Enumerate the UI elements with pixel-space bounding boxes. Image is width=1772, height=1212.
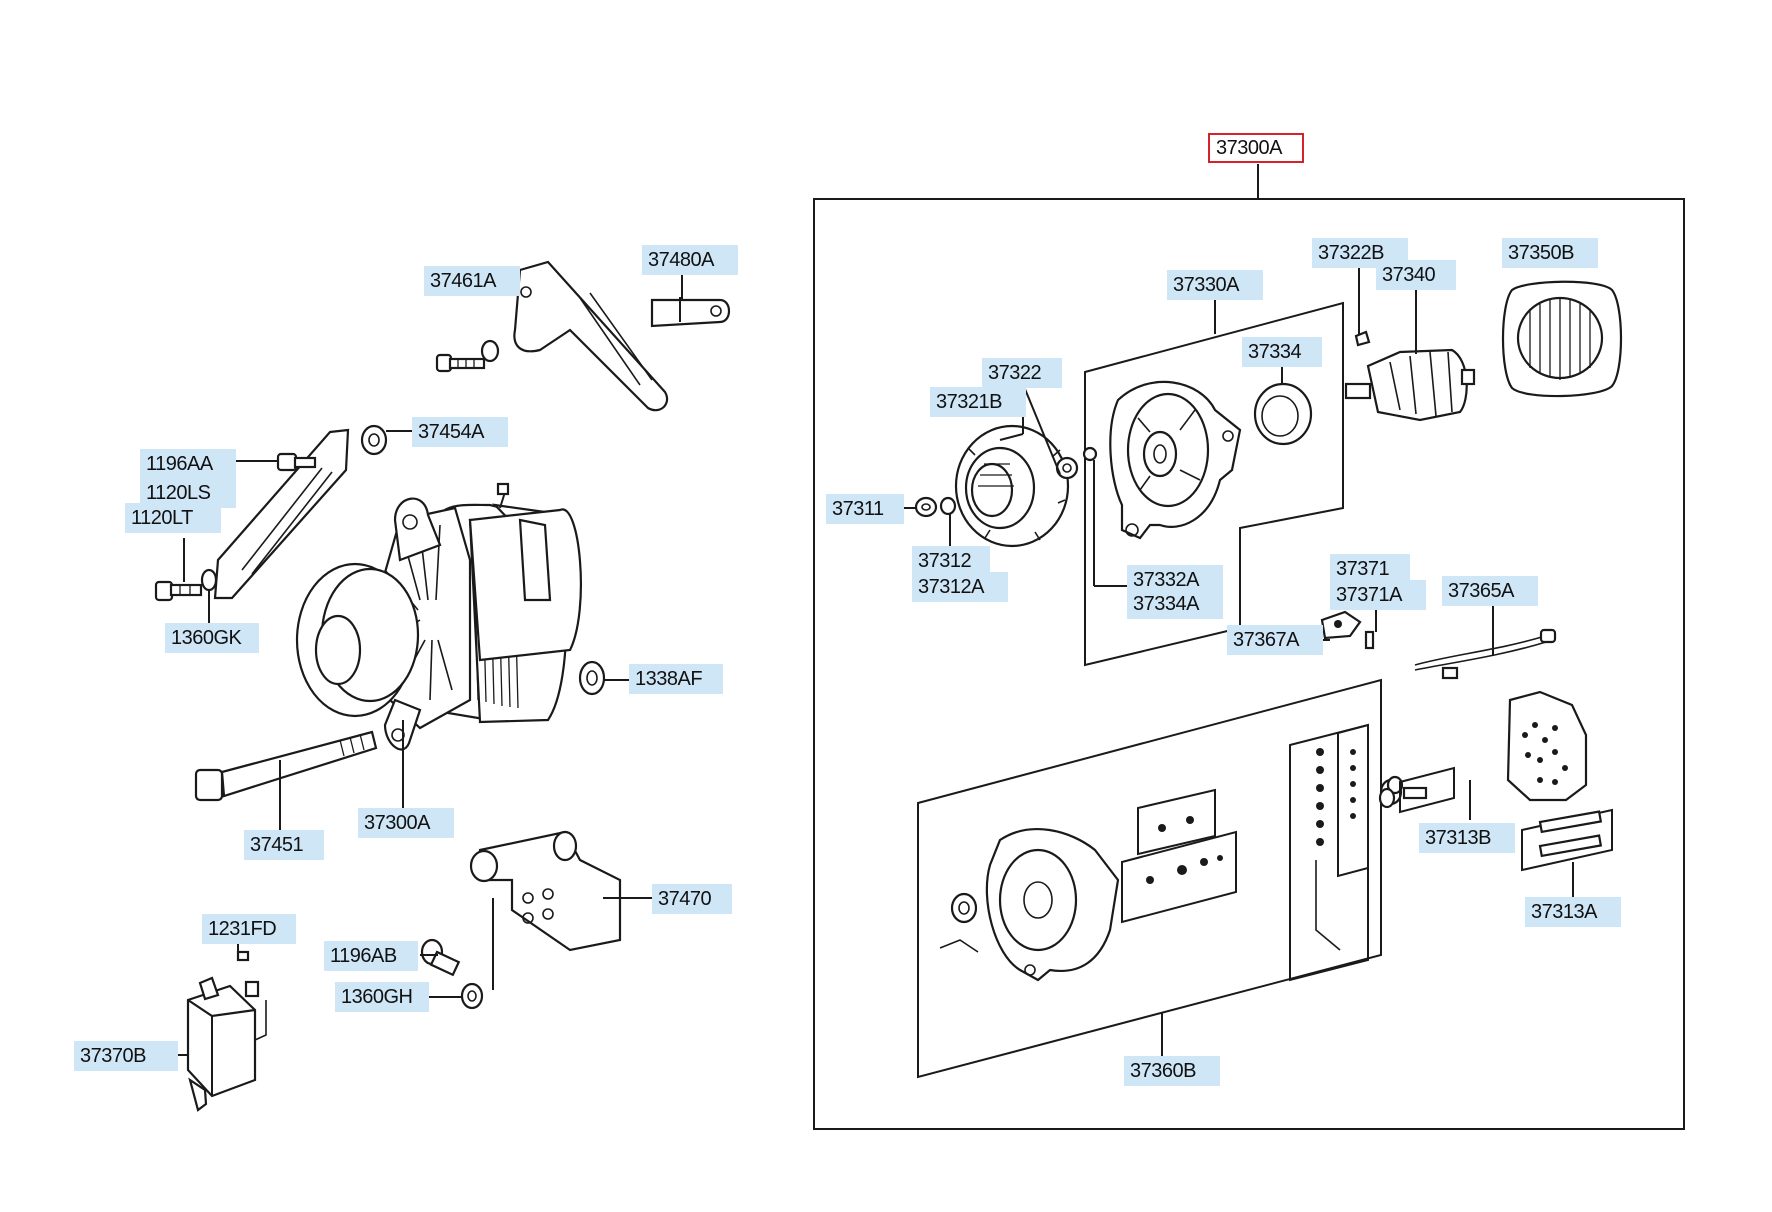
part-callout-37313A[interactable]: 37313A (1525, 897, 1621, 927)
bolt-upper-bracket (435, 339, 500, 373)
part-callout-37365A[interactable]: 37365A (1442, 576, 1538, 606)
part-callout-37454A[interactable]: 37454A (412, 417, 508, 447)
front-frame-37330A (1109, 380, 1242, 540)
stator-37350B (1501, 280, 1623, 398)
nut-37454A (360, 424, 388, 456)
part-callout-1231FD[interactable]: 1231FD (202, 914, 296, 944)
part-callout-37371A[interactable]: 37371A (1330, 580, 1426, 610)
screw-37332A (1082, 446, 1130, 587)
part-callout-37367A[interactable]: 37367A (1227, 625, 1323, 655)
bolt-1120LS (154, 568, 218, 602)
part-callout-37334[interactable]: 37334 (1242, 337, 1322, 367)
kit-panel-lower (917, 678, 1382, 1079)
small-parts-kit (1121, 723, 1369, 982)
screw-set-37313A (1521, 808, 1613, 872)
nut-37311 (914, 496, 938, 518)
nut-1338AF (578, 660, 606, 696)
part-callout-1360GK[interactable]: 1360GK (165, 623, 259, 653)
part-callout-37461A[interactable]: 37461A (424, 266, 520, 296)
plate-37480A (650, 297, 731, 328)
alternator-37300A (295, 482, 582, 751)
washer-1360GH (460, 982, 484, 1010)
brush-holder-37367A (1320, 610, 1377, 650)
cover-37313A (1506, 690, 1588, 802)
part-callout-37470[interactable]: 37470 (652, 884, 732, 914)
part-callout-37340[interactable]: 37340 (1376, 260, 1456, 290)
part-callout-37480A[interactable]: 37480A (642, 245, 738, 275)
part-callout-37311[interactable]: 37311 (826, 494, 904, 524)
bearing-37334 (1253, 382, 1313, 446)
key-37322B (1354, 330, 1371, 347)
nut-37322 (1055, 456, 1079, 480)
pulley-fan-37321B (954, 424, 1070, 548)
part-callout-37350B[interactable]: 37350B (1502, 238, 1598, 268)
part-callout-37370B[interactable]: 37370B (74, 1041, 178, 1071)
alternator-assembly-frame (813, 198, 1685, 1130)
regulator-37370B (186, 950, 267, 1112)
part-callout-1120LT[interactable]: 1120LT (125, 503, 221, 533)
part-callout-1196AB[interactable]: 1196AB (324, 941, 418, 971)
part-callout-37321B[interactable]: 37321B (930, 387, 1026, 417)
part-callout-37300A-assembly[interactable]: 37300A (1208, 133, 1304, 163)
rotor-37340 (1344, 348, 1476, 422)
part-callout-37451[interactable]: 37451 (244, 830, 324, 860)
leader-lines (178, 266, 1574, 1058)
part-callout-1196AA[interactable]: 1196AA (140, 449, 236, 479)
part-callout-1360GH[interactable]: 1360GH (335, 982, 429, 1012)
long-bolt-37451 (194, 730, 378, 802)
part-callout-37312[interactable]: 37312 (912, 546, 990, 576)
cable-37365A (1414, 628, 1557, 680)
part-callout-37322[interactable]: 37322 (982, 358, 1062, 388)
washer-37312 (939, 496, 957, 516)
adjust-bracket (213, 428, 350, 600)
part-callout-37334A[interactable]: 37334A (1127, 589, 1223, 619)
bracket-37470 (469, 830, 622, 952)
part-callout-37312A[interactable]: 37312A (912, 572, 1008, 602)
part-callout-37313B[interactable]: 37313B (1419, 823, 1515, 853)
bolt-1196AB (420, 938, 461, 977)
part-callout-37371[interactable]: 37371 (1330, 554, 1410, 584)
rear-frame-37360B (939, 828, 1120, 982)
bracket-37461A (513, 260, 669, 412)
part-callout-37360B[interactable]: 37360B (1124, 1056, 1220, 1086)
part-callout-37300A[interactable]: 37300A (358, 808, 454, 838)
kit-panel-upper (1084, 301, 1344, 667)
part-callout-37330A[interactable]: 37330A (1167, 270, 1263, 300)
part-callout-37322B[interactable]: 37322B (1312, 238, 1408, 268)
washer-kit-37313B (1378, 766, 1455, 814)
part-callout-1338AF[interactable]: 1338AF (629, 664, 723, 694)
